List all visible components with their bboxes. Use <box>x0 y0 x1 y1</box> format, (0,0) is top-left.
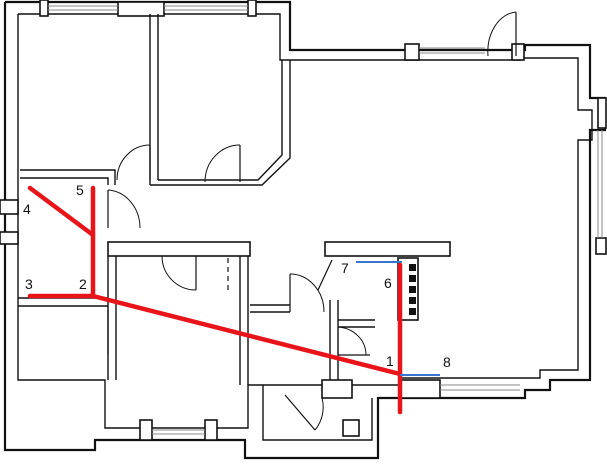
cabinet-vents <box>409 264 416 315</box>
edge-2-1 <box>90 293 403 377</box>
top-windows <box>39 0 525 61</box>
node-label-5: 5 <box>76 182 84 198</box>
node-label-2: 2 <box>79 276 87 292</box>
doors <box>107 144 370 431</box>
node-label-3: 3 <box>25 276 33 292</box>
edge-4-2 <box>27 185 96 238</box>
right-window <box>595 97 607 255</box>
node-label-6: 6 <box>384 275 392 291</box>
node-labels: 1 2 3 4 5 6 7 8 <box>23 182 451 370</box>
node-label-7: 7 <box>341 260 349 276</box>
door-top-right <box>487 11 517 57</box>
bottom-windows <box>139 379 520 441</box>
node-label-8: 8 <box>443 354 451 370</box>
interior-walls <box>18 14 451 441</box>
left-window <box>0 199 19 245</box>
node-label-4: 4 <box>23 201 31 217</box>
route-edges <box>27 185 440 415</box>
node-label-1: 1 <box>386 353 394 369</box>
